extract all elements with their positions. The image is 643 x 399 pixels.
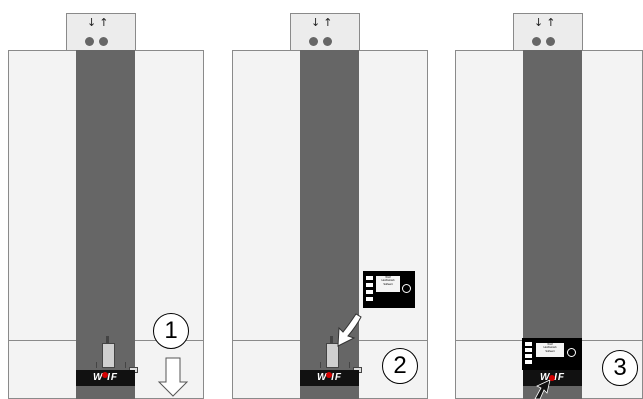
step-number: 2	[382, 348, 418, 384]
module-stem	[330, 336, 333, 344]
insert-arrow-icon	[326, 313, 362, 378]
flue-connection: ↓↑	[290, 13, 360, 51]
pipe-port	[99, 37, 108, 46]
pipe-port	[323, 37, 332, 46]
panel-step-2: ↓↑ W IF Wolf Heizbetrieb Sollwert 2	[232, 0, 442, 399]
panel-step-3: ↓↑ Wolf Heizbetrieb Sollwert W IF 3	[455, 0, 643, 399]
control-module	[102, 343, 115, 368]
panel-step-1: ↓↑ W IF 1	[8, 0, 218, 399]
controller-icon: Wolf Heizbetrieb Sollwert	[522, 338, 582, 370]
pipe-arrow-icon: ↓↑	[311, 16, 336, 29]
pipe-port	[309, 37, 318, 46]
module-bracket	[96, 362, 126, 368]
rotary-knob-icon	[402, 284, 411, 293]
front-stripe	[76, 50, 135, 399]
step-number: 3	[602, 350, 638, 386]
controller-screen: Wolf Heizbetrieb Sollwert	[376, 276, 400, 292]
flue-connection: ↓↑	[66, 13, 136, 51]
pipe-arrow-icon: ↓↑	[534, 16, 559, 29]
controller-screen: Wolf Heizbetrieb Sollwert	[536, 343, 564, 357]
pipe-arrow-icon: ↓↑	[87, 16, 112, 29]
insert-arrow-icon	[534, 375, 555, 399]
step-number: 1	[153, 313, 189, 349]
pipe-port	[532, 37, 541, 46]
module-bracket	[320, 362, 350, 368]
module-stem	[106, 336, 109, 344]
pipe-port	[546, 37, 555, 46]
control-module	[326, 343, 339, 368]
arrow-down-icon	[102, 357, 189, 397]
pipe-port	[85, 37, 94, 46]
controller-icon: Wolf Heizbetrieb Sollwert	[363, 271, 415, 308]
rotary-knob-icon	[567, 348, 576, 357]
